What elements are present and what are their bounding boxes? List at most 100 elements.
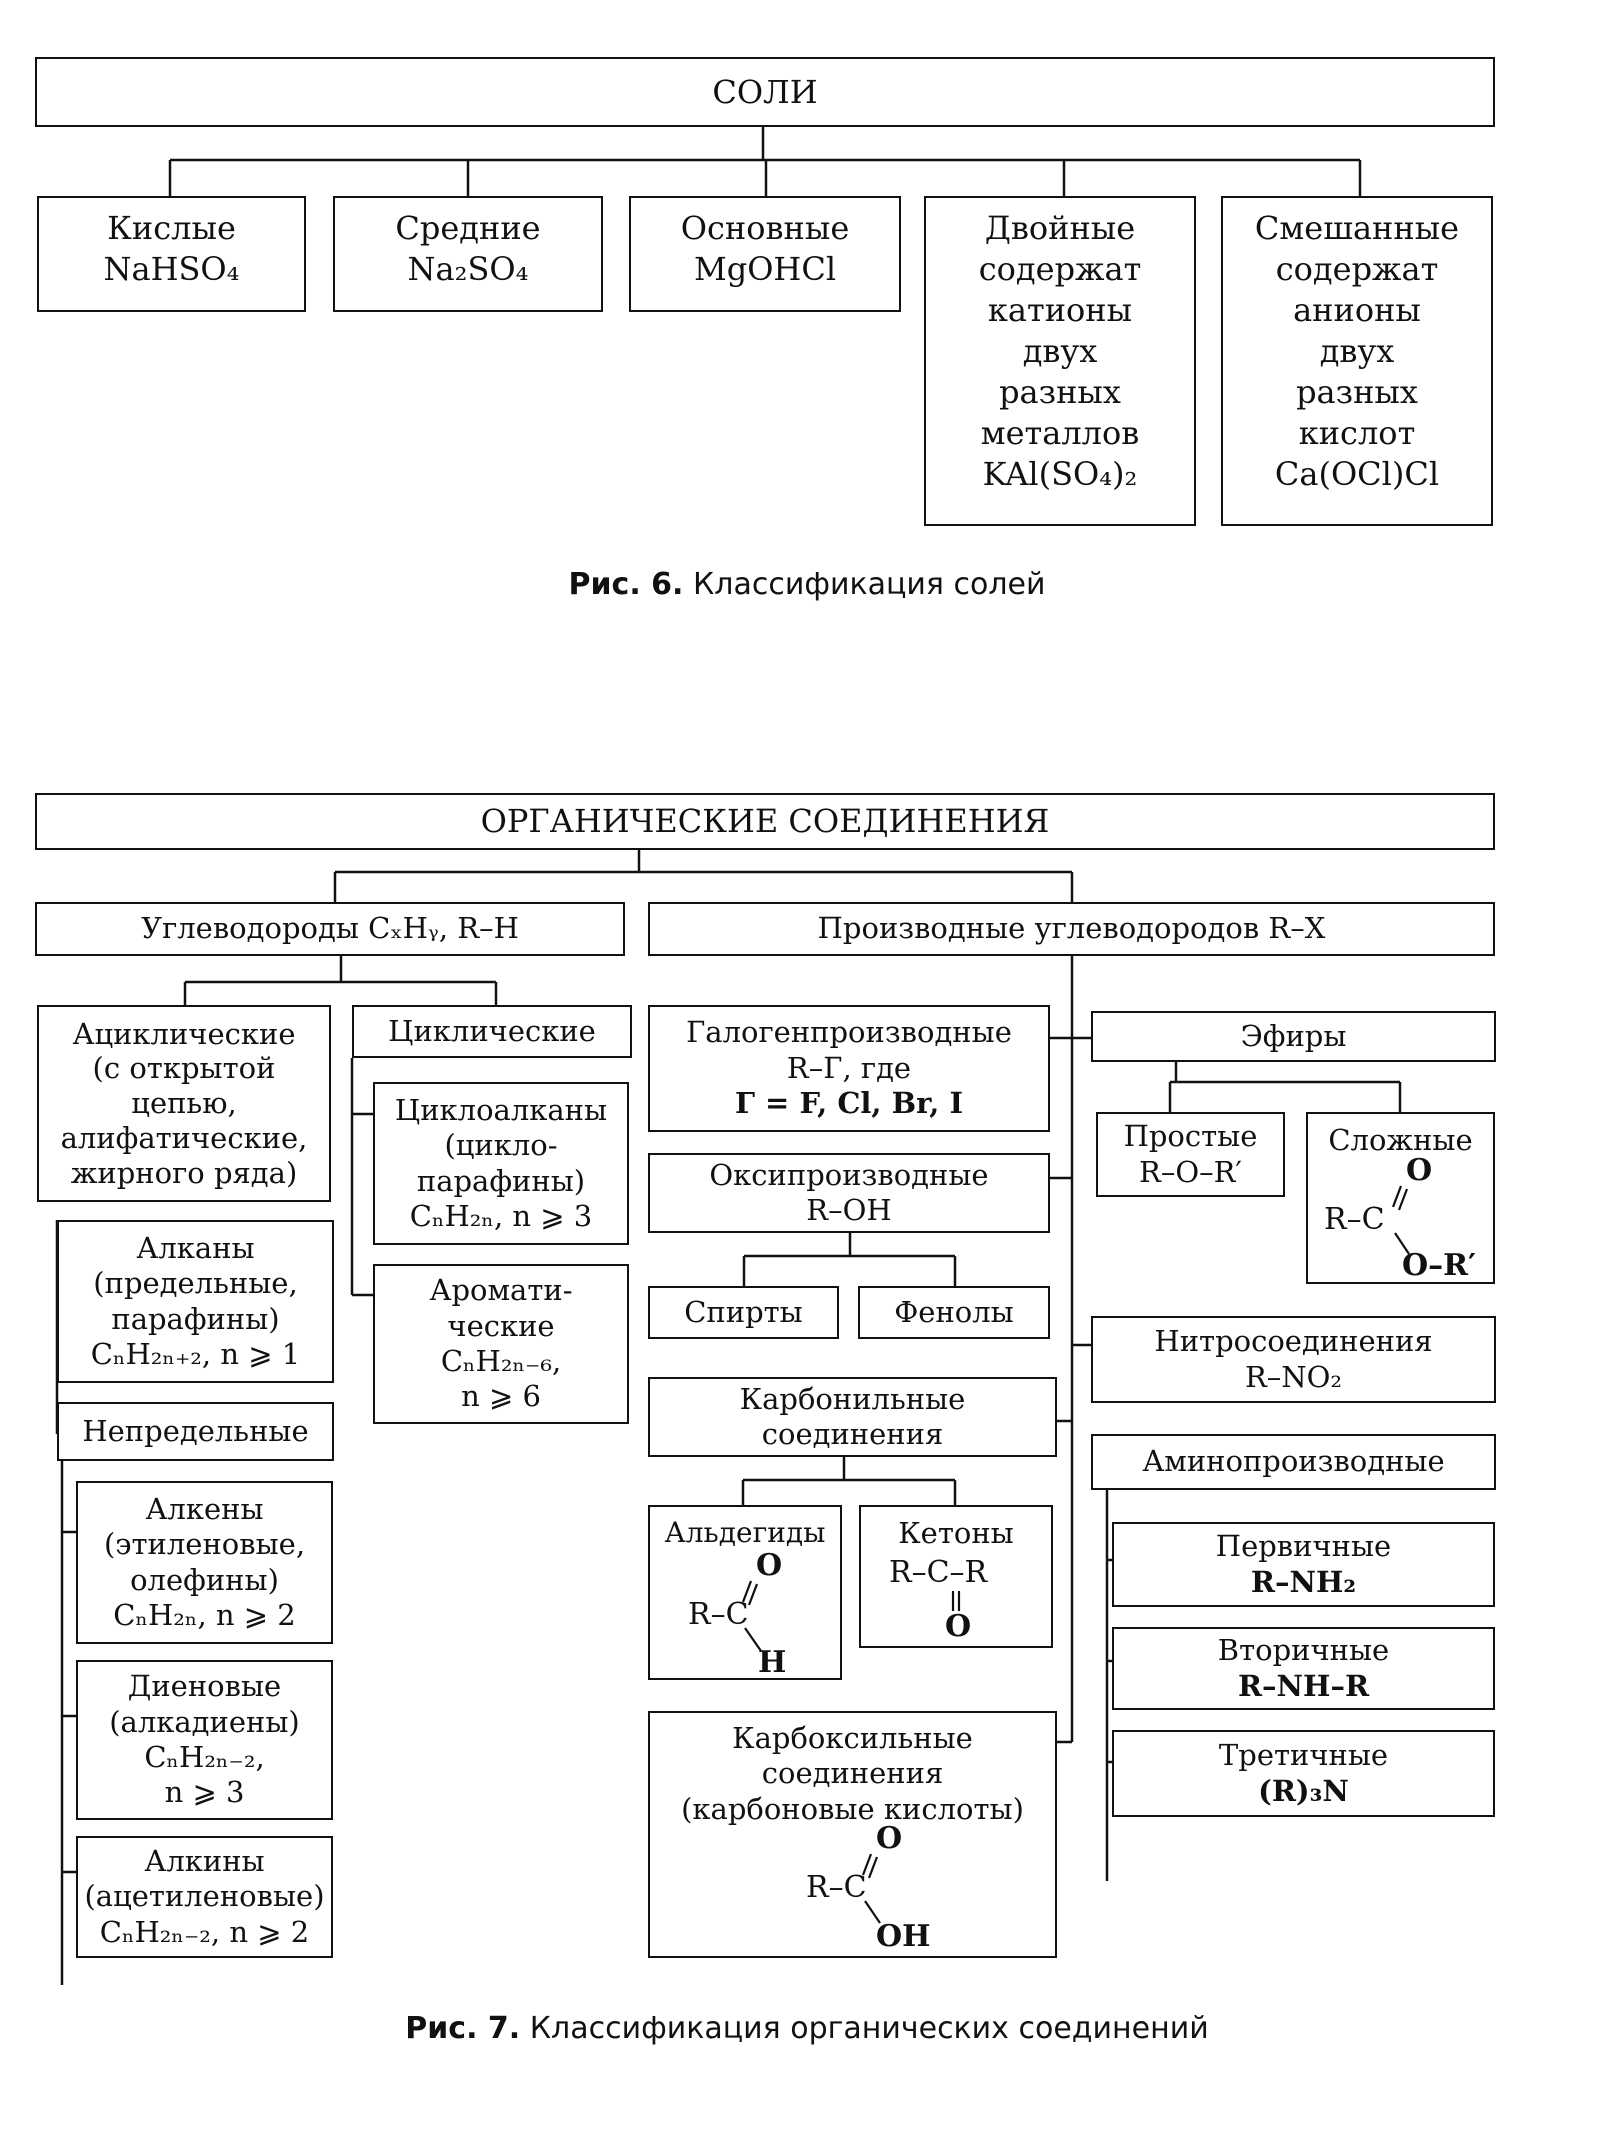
acyclic-line: жирного ряда) bbox=[70, 1155, 298, 1190]
ketone-structure: R–C–R O bbox=[889, 1555, 989, 1644]
mixed-salts-line: кислот bbox=[1298, 413, 1416, 452]
cycloalkanes-formula: CₙH₂ₙ, n ⩾ 3 bbox=[409, 1198, 593, 1233]
dienes-formula: n ⩾ 3 bbox=[164, 1775, 245, 1810]
alkenes-line: (этиленовые, bbox=[103, 1527, 306, 1562]
primary-formula: R–NH₂ bbox=[1250, 1564, 1357, 1599]
secondary-amines-box: Вторичные R–NH–R bbox=[1112, 1627, 1495, 1710]
aldehyde-structure: O R–C H bbox=[688, 1548, 786, 1680]
esters-box: Сложные bbox=[1306, 1112, 1495, 1284]
aldehydes-box: Альдегиды bbox=[648, 1505, 842, 1680]
ester-or: O–R′ bbox=[1402, 1248, 1476, 1283]
mixed-salts-line: анионы bbox=[1293, 290, 1421, 329]
figure-7-title: Классификация органических соединений bbox=[529, 2011, 1209, 2046]
ester-oxygen: O bbox=[1406, 1153, 1432, 1188]
dienes-line: (алкадиены) bbox=[109, 1704, 300, 1739]
mixed-salts-line: разных bbox=[1296, 372, 1418, 411]
secondary-line: Вторичные bbox=[1217, 1633, 1390, 1668]
alkanes-line: Алканы bbox=[136, 1230, 255, 1265]
ester-structure: O R–C O–R′ bbox=[1324, 1153, 1476, 1283]
normal-salts-box: Средние Na₂SO₄ bbox=[333, 196, 603, 312]
acyclic-line: (с открытой bbox=[92, 1051, 276, 1086]
ketone-oxygen: O bbox=[945, 1609, 971, 1644]
aldehyde-rc: R–C bbox=[688, 1597, 749, 1632]
carbonyl-line: Карбонильные bbox=[739, 1381, 966, 1416]
cycloalkanes-line: Циклоалканы bbox=[394, 1092, 608, 1127]
phenols-label: Фенолы bbox=[894, 1294, 1014, 1329]
acid-salts-formula: NaHSO₄ bbox=[103, 249, 240, 288]
normal-salts-name: Средние bbox=[395, 209, 541, 247]
carbonyl-line: соединения bbox=[761, 1417, 944, 1451]
normal-salts-formula: Na₂SO₄ bbox=[407, 249, 529, 288]
figure-6-number: Рис. 6. bbox=[568, 567, 684, 602]
oxy-line: Оксипроизводные bbox=[709, 1157, 989, 1192]
alcohols-label: Спирты bbox=[684, 1294, 803, 1329]
amino-label: Аминопроизводные bbox=[1142, 1444, 1445, 1479]
simple-ethers-formula: R–O–R′ bbox=[1138, 1154, 1243, 1189]
cyclic-box: Циклические bbox=[352, 1005, 632, 1058]
figure-6-caption: Рис. 6. Классификация солей bbox=[0, 567, 1614, 602]
cycloalkanes-line: (цикло- bbox=[444, 1128, 558, 1163]
tertiary-amines-box: Третичные (R)₃N bbox=[1112, 1730, 1495, 1817]
acyclic-line: Ациклические bbox=[72, 1016, 296, 1051]
alkynes-box: Алкины (ацетиленовые) CₙH₂ₙ₋₂, n ⩾ 2 bbox=[76, 1836, 333, 1958]
carboxyl-line: соединения bbox=[761, 1756, 944, 1791]
alkenes-formula: CₙH₂ₙ, n ⩾ 2 bbox=[113, 1597, 296, 1632]
acyclic-line: алифатические, bbox=[60, 1120, 308, 1155]
double-salts-box: Двойные содержат катионы двух разных мет… bbox=[924, 196, 1196, 526]
alkynes-line: Алкины bbox=[144, 1843, 265, 1878]
cyclic-label: Циклические bbox=[388, 1013, 596, 1048]
unsaturated-box: Непредельные bbox=[57, 1402, 334, 1461]
oxy-formula: R–OH bbox=[806, 1193, 892, 1227]
nitro-line: Нитросоединения bbox=[1154, 1324, 1433, 1359]
organic-root-box: ОРГАНИЧЕСКИЕ СОЕДИНЕНИЯ bbox=[35, 793, 1495, 850]
primary-amines-box: Первичные R–NH₂ bbox=[1112, 1522, 1495, 1607]
carboxyl-oh: OH bbox=[876, 1919, 930, 1954]
primary-line: Первичные bbox=[1215, 1529, 1392, 1564]
nitro-box: Нитросоединения R–NO₂ bbox=[1091, 1316, 1496, 1403]
halogen-line: Галогенпроизводные bbox=[686, 1015, 1012, 1050]
dienes-box: Диеновые (алкадиены) CₙH₂ₙ₋₂, n ⩾ 3 bbox=[76, 1660, 333, 1820]
halogen-formula: Г = F, Cl, Br, I bbox=[734, 1086, 964, 1121]
acyclic-box: Ациклические (с открытой цепью, алифатич… bbox=[37, 1005, 331, 1202]
figure-7-number: Рис. 7. bbox=[405, 2011, 521, 2046]
ethers-label: Эфиры bbox=[1240, 1018, 1347, 1053]
halogen-line: R–Г, где bbox=[786, 1050, 912, 1085]
basic-salts-name: Основные bbox=[680, 209, 850, 247]
aldehydes-label: Альдегиды bbox=[664, 1516, 826, 1549]
carbonyl-box: Карбонильные соединения bbox=[648, 1377, 1057, 1457]
alkynes-line: (ацетиленовые) bbox=[84, 1879, 325, 1914]
oxy-derivatives-box: Оксипроизводные R–OH bbox=[648, 1153, 1050, 1233]
simple-ethers-line: Простые bbox=[1123, 1119, 1258, 1154]
figure-6-title: Классификация солей bbox=[692, 567, 1046, 602]
tertiary-formula: (R)₃N bbox=[1258, 1773, 1349, 1808]
aromatic-box: Аромати- ческие CₙH₂ₙ₋₆, n ⩾ 6 bbox=[373, 1264, 629, 1424]
double-salts-line: металлов bbox=[980, 413, 1140, 452]
simple-ethers-box: Простые R–O–R′ bbox=[1096, 1112, 1285, 1197]
salts-root-label: СОЛИ bbox=[712, 72, 818, 111]
tertiary-line: Третичные bbox=[1218, 1738, 1389, 1773]
acyclic-line: цепью, bbox=[131, 1086, 237, 1121]
acid-salts-name: Кислые bbox=[107, 209, 236, 247]
ketone-rcr: R–C–R bbox=[889, 1555, 989, 1590]
salts-root-box: СОЛИ bbox=[35, 57, 1495, 127]
carboxyl-structure: O R–C OH bbox=[806, 1821, 930, 1954]
derivatives-box: Производные углеводородов R–X bbox=[648, 902, 1495, 956]
double-salts-formula: KAl(SO₄)₂ bbox=[982, 454, 1138, 493]
alkanes-formula: CₙH₂ₙ₊₂, n ⩾ 1 bbox=[90, 1336, 301, 1371]
double-salts-line: двух bbox=[1022, 331, 1098, 370]
hydrocarbons-box: Углеводороды CₓHᵧ, R–H bbox=[35, 902, 625, 956]
halogen-derivatives-box: Галогенпроизводные R–Г, где Г = F, Cl, B… bbox=[648, 1005, 1050, 1132]
aromatic-formula: n ⩾ 6 bbox=[461, 1379, 541, 1414]
aldehyde-oxygen: O bbox=[756, 1548, 782, 1583]
alkenes-line: Алкены bbox=[145, 1491, 264, 1526]
aromatic-line: ческие bbox=[447, 1308, 555, 1343]
cycloalkanes-line: парафины) bbox=[416, 1163, 586, 1198]
hydrocarbons-label: Углеводороды CₓHᵧ, R–H bbox=[141, 911, 519, 946]
secondary-formula: R–NH–R bbox=[1237, 1668, 1370, 1703]
mixed-salts-box: Смешанные содержат анионы двух разных ки… bbox=[1221, 196, 1493, 526]
carboxyl-oxygen: O bbox=[876, 1821, 902, 1856]
cycloalkanes-box: Циклоалканы (цикло- парафины) CₙH₂ₙ, n ⩾… bbox=[373, 1082, 629, 1245]
basic-salts-formula: MgOHCl bbox=[693, 249, 837, 288]
